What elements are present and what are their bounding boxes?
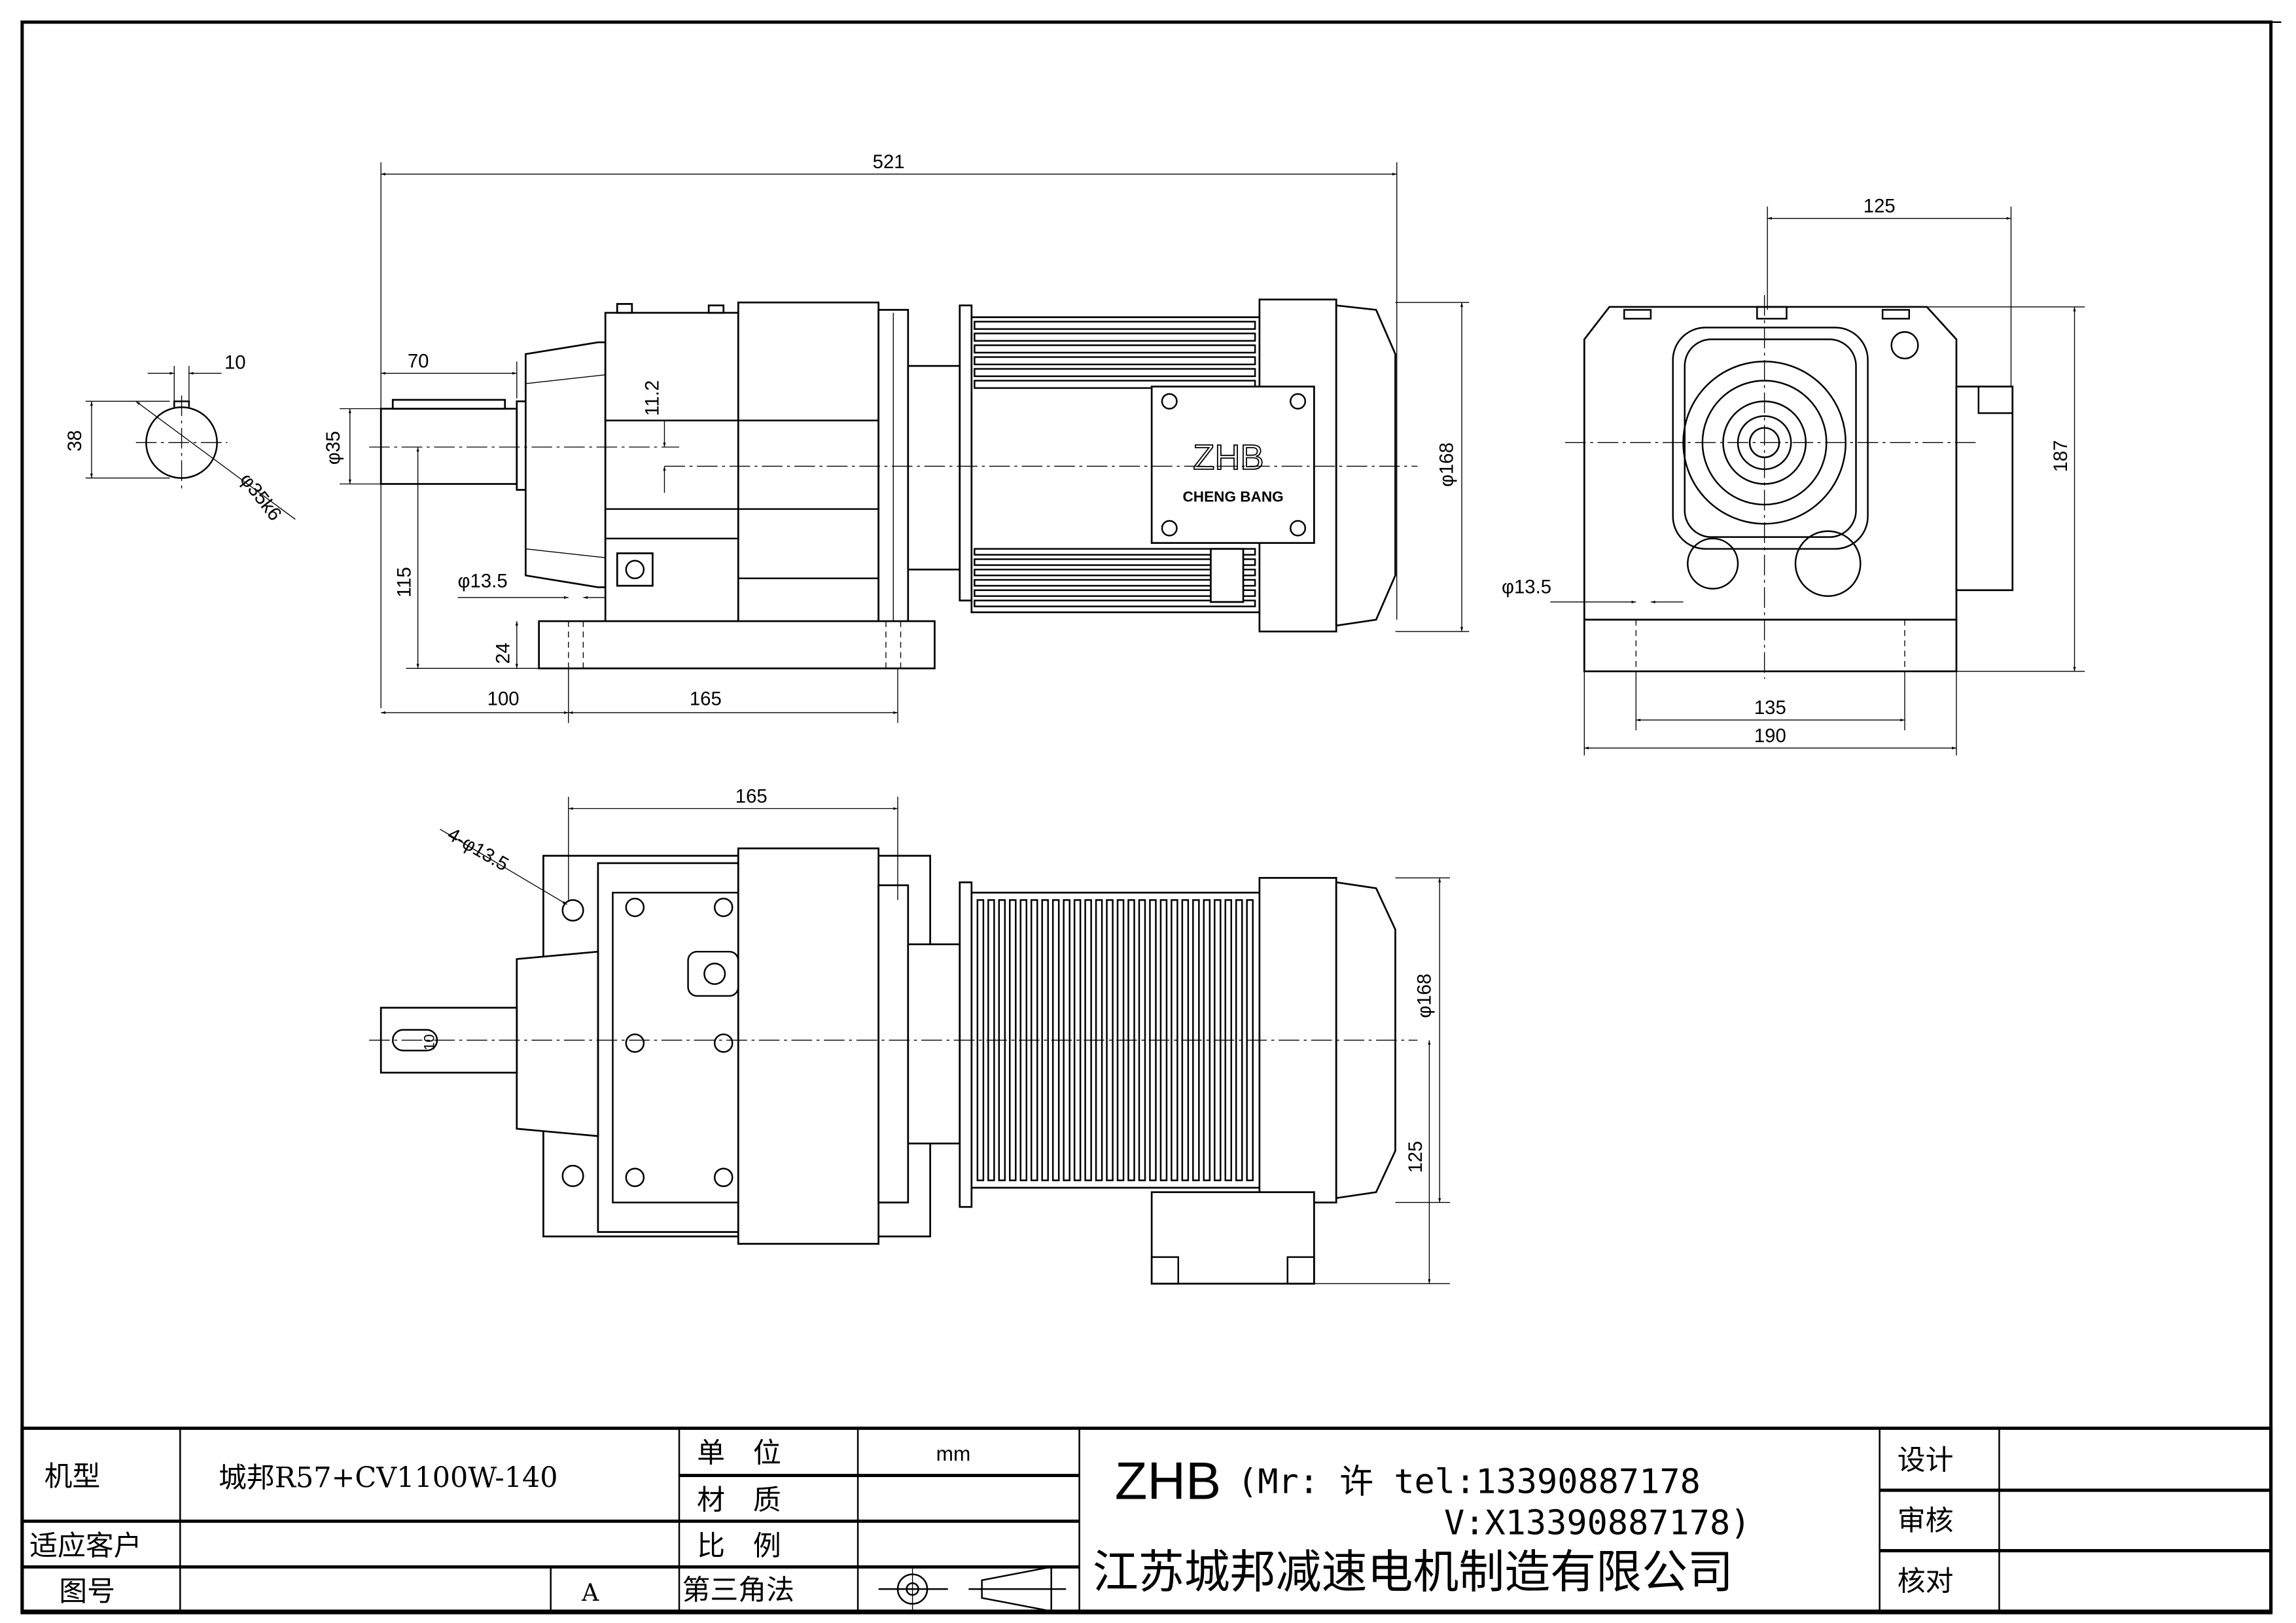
- motor-fin: [1106, 899, 1114, 1181]
- section-diameter: φ35k6: [236, 469, 286, 525]
- motor-fin: [974, 558, 1256, 566]
- motor-fin: [1073, 899, 1082, 1181]
- dim-offset: 11.2: [641, 380, 663, 416]
- drawing-no-label: 图号: [59, 1575, 115, 1608]
- title-block: 机型 城邦R57+CV1100W-140 适应客户 图号 A 单 位 mm 材 …: [20, 1426, 2273, 1613]
- dim-shaft-to-hole: 100: [487, 688, 520, 710]
- dim-hole-diameter: φ13.5: [458, 570, 508, 592]
- design-label: 设计: [1898, 1444, 1954, 1477]
- dim-shaft-length: 70: [408, 350, 429, 372]
- motor-fin: [1235, 899, 1243, 1181]
- side-view: 125 187 φ13.5 135 190: [1502, 196, 2085, 756]
- dim-center-height: 115: [393, 567, 415, 597]
- contact-line-2: V:X13390887178): [1444, 1504, 1751, 1543]
- contact-line-1: (Mr: 许 tel:13390887178: [1237, 1463, 1701, 1502]
- dim-motor-diameter: φ168: [1436, 442, 1457, 487]
- terminal-box: [1150, 385, 1315, 544]
- section-height: 38: [64, 430, 86, 452]
- motor-fin: [1203, 899, 1211, 1181]
- dim-side-height: 187: [2050, 440, 2072, 473]
- third-angle-projection-icon: [878, 1565, 1067, 1613]
- dim-foot-thickness: 24: [493, 643, 514, 664]
- projection-label: 第三角法: [682, 1574, 794, 1607]
- motor-fin: [974, 599, 1256, 607]
- dim-shaft-diameter: φ35: [323, 431, 344, 465]
- motor-fin: [974, 344, 1256, 354]
- motor-fin: [974, 321, 1256, 330]
- material-label: 材 质: [697, 1484, 781, 1516]
- motor-fin: [974, 569, 1256, 577]
- brand-logo-text: ZHB: [1115, 1452, 1221, 1511]
- unit-value: mm: [936, 1442, 971, 1465]
- dim-top-hole-spacing: 165: [735, 785, 768, 807]
- dim-side-width-top: 125: [1863, 196, 1896, 217]
- dim-side-hole-diameter: φ13.5: [1502, 576, 1551, 597]
- front-view: ZHB CHENG BANG 521 70 φ35 11.2 φ168 115 …: [323, 151, 1470, 723]
- motor-fin: [974, 368, 1256, 378]
- corner-mark: [2270, 21, 2282, 33]
- dim-side-foot-width: 190: [1754, 725, 1786, 747]
- customer-label: 适应客户: [29, 1529, 141, 1562]
- scale-label: 比 例: [697, 1529, 781, 1562]
- motor-fin: [1041, 899, 1049, 1181]
- shaft-section-view: 10 38 φ35k6: [64, 352, 296, 525]
- dim-overall-length: 521: [873, 151, 905, 173]
- motor-fin: [974, 548, 1256, 556]
- dim-top-box-offset: 125: [1405, 1141, 1426, 1173]
- model-value: 城邦R57+CV1100W-140: [219, 1462, 558, 1495]
- dim-hole-spacing: 165: [690, 688, 722, 710]
- top-view: 10 165 4-φ13.5 φ168 125: [369, 785, 1450, 1285]
- motor-fin: [1138, 899, 1146, 1181]
- section-key-width: 10: [224, 352, 246, 374]
- review-label: 审核: [1898, 1505, 1954, 1537]
- drawing-frame: [20, 20, 2273, 1614]
- top-key-width: 10: [421, 1034, 437, 1050]
- motor-fin: [974, 589, 1256, 597]
- motor-fin: [974, 356, 1256, 366]
- revision-value: A: [581, 1579, 599, 1607]
- motor-fin: [976, 899, 985, 1181]
- motor-fin: [1171, 899, 1178, 1181]
- top-terminal-box: [1150, 1191, 1315, 1285]
- unit-label: 单 位: [697, 1436, 781, 1469]
- dim-side-hole-spacing: 135: [1754, 697, 1786, 719]
- motor-fin: [974, 332, 1256, 342]
- dim-top-holes: 4-φ13.5: [444, 823, 512, 876]
- motor-fin: [1009, 899, 1017, 1181]
- motor-name-label: CHENG BANG: [1183, 489, 1284, 505]
- motor-fin: [974, 579, 1256, 587]
- dim-top-motor-diameter: φ168: [1414, 974, 1436, 1018]
- motor-brand-label: ZHB: [1193, 438, 1263, 477]
- motor-fin: [974, 380, 1256, 389]
- check-label: 核对: [1898, 1565, 1954, 1597]
- company-name: 江苏城邦减速电机制造有限公司: [1093, 1546, 1733, 1599]
- model-label: 机型: [44, 1460, 101, 1493]
